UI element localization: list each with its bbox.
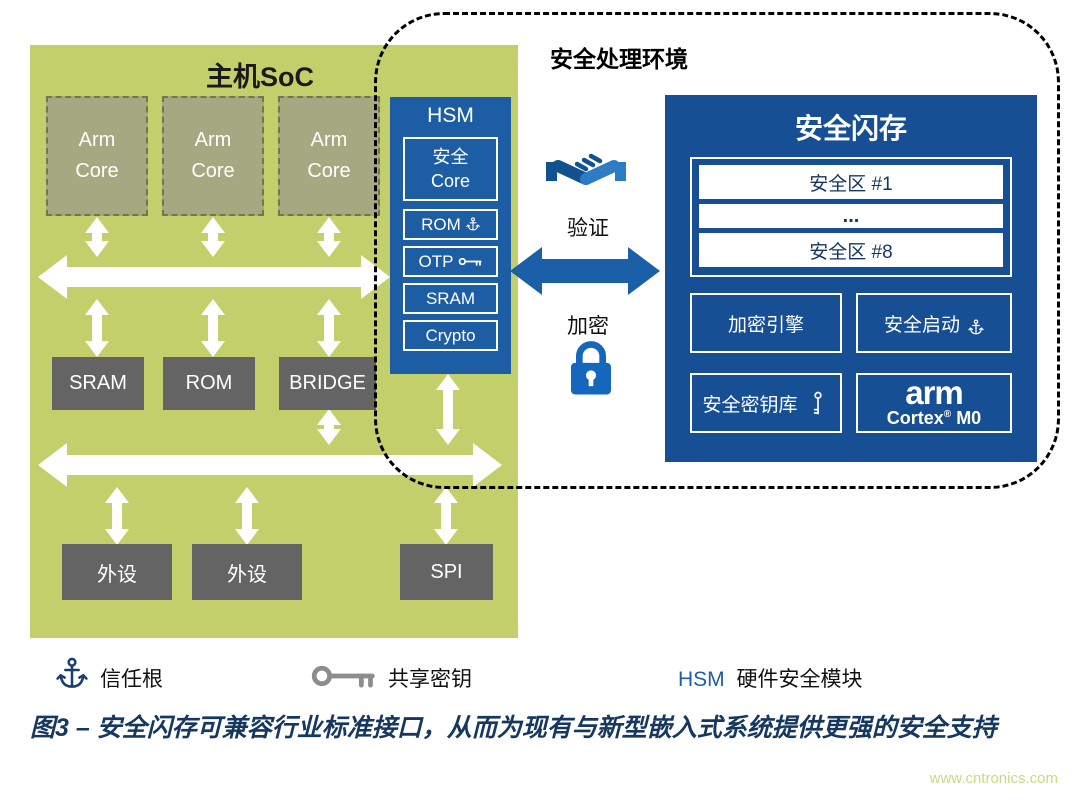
bridge-bus-connector-arrow [317,299,341,357]
hsm-secure-core-label: Core [430,171,470,191]
core2-bus-connector-arrow [201,217,225,257]
secure-link-arrow [510,247,660,295]
handshake-icon [546,146,626,196]
secure-zone-row: 安全区 #1 [699,165,1003,199]
hsm-rom-box: ROM [403,209,498,240]
sram-box: SRAM [52,357,144,410]
host-soc-title: 主机SoC [206,62,314,92]
hsm-otp-label: OTP [418,251,454,271]
key-icon [812,391,824,415]
hsm-crypto-box: Crypto [403,320,498,351]
hsm-secure-core-box: 安全 Core [403,137,498,201]
arm-core-label: Core [307,160,351,182]
core3-bus-connector-arrow [317,217,341,257]
spi-bus-connector-arrow [434,487,458,545]
anchor-icon [466,217,480,232]
arm-core-box-2: Arm Core [162,96,264,216]
figure-caption: 图3 – 安全闪存可兼容行业标准接口，从而为现有与新型嵌入式系统提供更强的安全支… [30,714,997,742]
crypto-engine-box: 加密引擎 [690,293,842,353]
arm-core-label: Core [75,160,119,182]
rom-box: ROM [163,357,255,410]
secure-key-store-label: 安全密钥库 [702,394,798,416]
secure-flash-panel: 安全闪存 安全区 #1 ... 安全区 #8 加密引擎 安全启动 安全密钥库 a… [665,95,1037,462]
anchor-icon [968,319,984,336]
hsm-otp-box: OTP [403,246,498,277]
arm-core-label: Core [191,160,235,182]
hsm-sram-box: SRAM [403,283,498,314]
periph1-bus-connector-arrow [105,487,129,545]
hsm-panel: HSM 安全 Core ROM OTP SRAM Crypto [390,97,511,374]
secure-env-title: 安全处理环境 [550,46,688,72]
encrypt-label: 加密 [567,315,609,338]
arm-core-box-1: Arm Core [46,96,148,216]
legend-hsm-abbr: HSM [678,668,725,691]
system-bus-arrow-bottom [38,443,502,487]
periph2-bus-connector-arrow [235,487,259,545]
secure-zones-frame: 安全区 #1 ... 安全区 #8 [690,157,1012,277]
hsm-lowerbus-connector-arrow [436,374,460,445]
secure-key-store-box: 安全密钥库 [690,373,842,433]
secure-boot-label: 安全启动 [883,314,960,336]
arm-core-label: Arm [310,129,348,151]
bridge-lowerbus-connector-arrow [317,409,341,445]
spi-box: SPI [400,544,493,600]
peripheral-box-1: 外设 [62,544,172,600]
verify-label: 验证 [567,217,609,240]
arm-cortex-m0-box: arm Cortex® M0 [856,373,1012,433]
hsm-secure-core-label: 安全 [432,146,469,167]
legend-hsm-desc: 硬件安全模块 [736,668,863,691]
secure-flash-title: 安全闪存 [794,113,907,144]
sram-bus-connector-arrow [85,299,109,357]
core1-bus-connector-arrow [85,217,109,257]
key-icon [310,662,376,690]
bridge-box: BRIDGE [279,357,376,410]
cortex-m0-label: Cortex® M0 [886,408,982,429]
arm-core-label: Arm [194,129,232,151]
arm-core-box-3: Arm Core [278,96,380,216]
anchor-icon [56,656,88,692]
secure-boot-box: 安全启动 [856,293,1012,353]
watermark: www.cntronics.com [929,770,1058,787]
lock-icon [566,341,616,398]
legend-shared-key-label: 共享密钥 [388,668,472,691]
secure-zone-ellipsis: ... [699,204,1003,228]
system-bus-arrow-top [38,255,390,299]
arm-logo: arm [905,373,964,411]
key-icon [458,256,482,267]
legend-hsm-definition: HSM 硬件安全模块 [678,663,863,693]
hsm-title: HSM [427,104,474,127]
arm-core-label: Arm [78,129,116,151]
legend-root-of-trust-label: 信任根 [100,668,163,691]
hsm-rom-label: ROM [421,214,461,234]
secure-zone-row: 安全区 #8 [699,233,1003,267]
rom-bus-connector-arrow [201,299,225,357]
peripheral-box-2: 外设 [192,544,302,600]
